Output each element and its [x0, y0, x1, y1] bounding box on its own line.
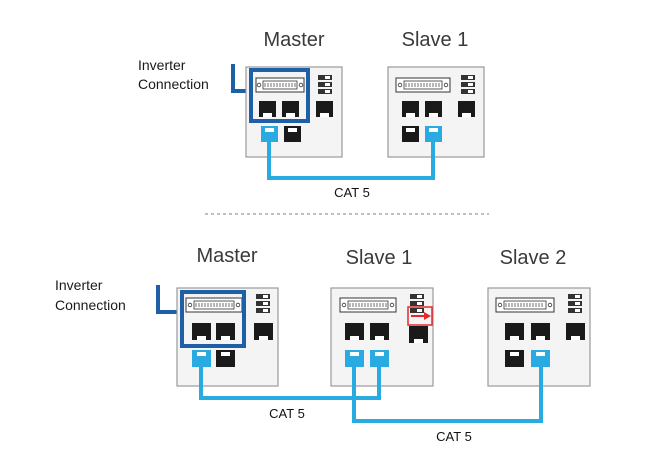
bottom-inverter-callout-line [156, 285, 182, 314]
db-connector-icon [495, 297, 555, 313]
bottom-master-panel [176, 287, 279, 387]
dip-switch-icon [410, 294, 424, 313]
bottom-inverter-label-line2: Connection [55, 297, 126, 313]
dip-switch-icon [256, 294, 270, 313]
top-scenario: Master Slave 1 Inverter Connection [138, 29, 485, 200]
bottom-slave1-title: Slave 1 [346, 247, 413, 269]
db-connector-icon [185, 297, 243, 313]
dip-switch-icon [461, 75, 475, 94]
rj45-port-icon [505, 323, 585, 367]
bottom-inverter-label-line1: Inverter [55, 277, 103, 293]
bottom-inverter-highlight-box [180, 290, 246, 348]
top-inverter-label-line2: Connection [138, 76, 209, 92]
top-master-panel [245, 66, 343, 158]
bottom-scenario: Master Slave 1 Slave 2 Inverter Connecti… [55, 245, 591, 444]
rj45-port-icon [192, 323, 273, 367]
top-inverter-label-line1: Inverter [138, 57, 186, 73]
bottom-slave1-panel [330, 287, 434, 387]
top-inverter-highlight-box [249, 68, 310, 123]
rj45-port-icon [402, 101, 475, 142]
bottom-cable-label-1: CAT 5 [269, 406, 305, 421]
top-slave1-title: Slave 1 [402, 29, 469, 51]
top-cat5-cable [267, 142, 435, 180]
terminator-switch-arrow-icon [407, 306, 433, 326]
dip-switch-icon [568, 294, 582, 313]
top-inverter-callout-line [231, 64, 250, 93]
dip-switch-icon [318, 75, 332, 94]
bottom-cable-label-2: CAT 5 [436, 429, 472, 444]
db-connector-icon [395, 77, 451, 93]
top-slave1-panel [387, 66, 485, 158]
rj45-port-icon [345, 323, 428, 367]
db-connector-icon [255, 77, 305, 93]
rj45-port-icon [259, 101, 333, 142]
top-master-title: Master [263, 29, 324, 51]
bottom-cat5-cable-slave1-slave2 [352, 367, 543, 423]
bottom-slave2-title: Slave 2 [500, 247, 567, 269]
top-cable-label: CAT 5 [334, 185, 370, 200]
bottom-cat5-cable-master-slave1 [199, 367, 381, 400]
bottom-master-title: Master [196, 245, 257, 267]
db-connector-icon [339, 297, 397, 313]
